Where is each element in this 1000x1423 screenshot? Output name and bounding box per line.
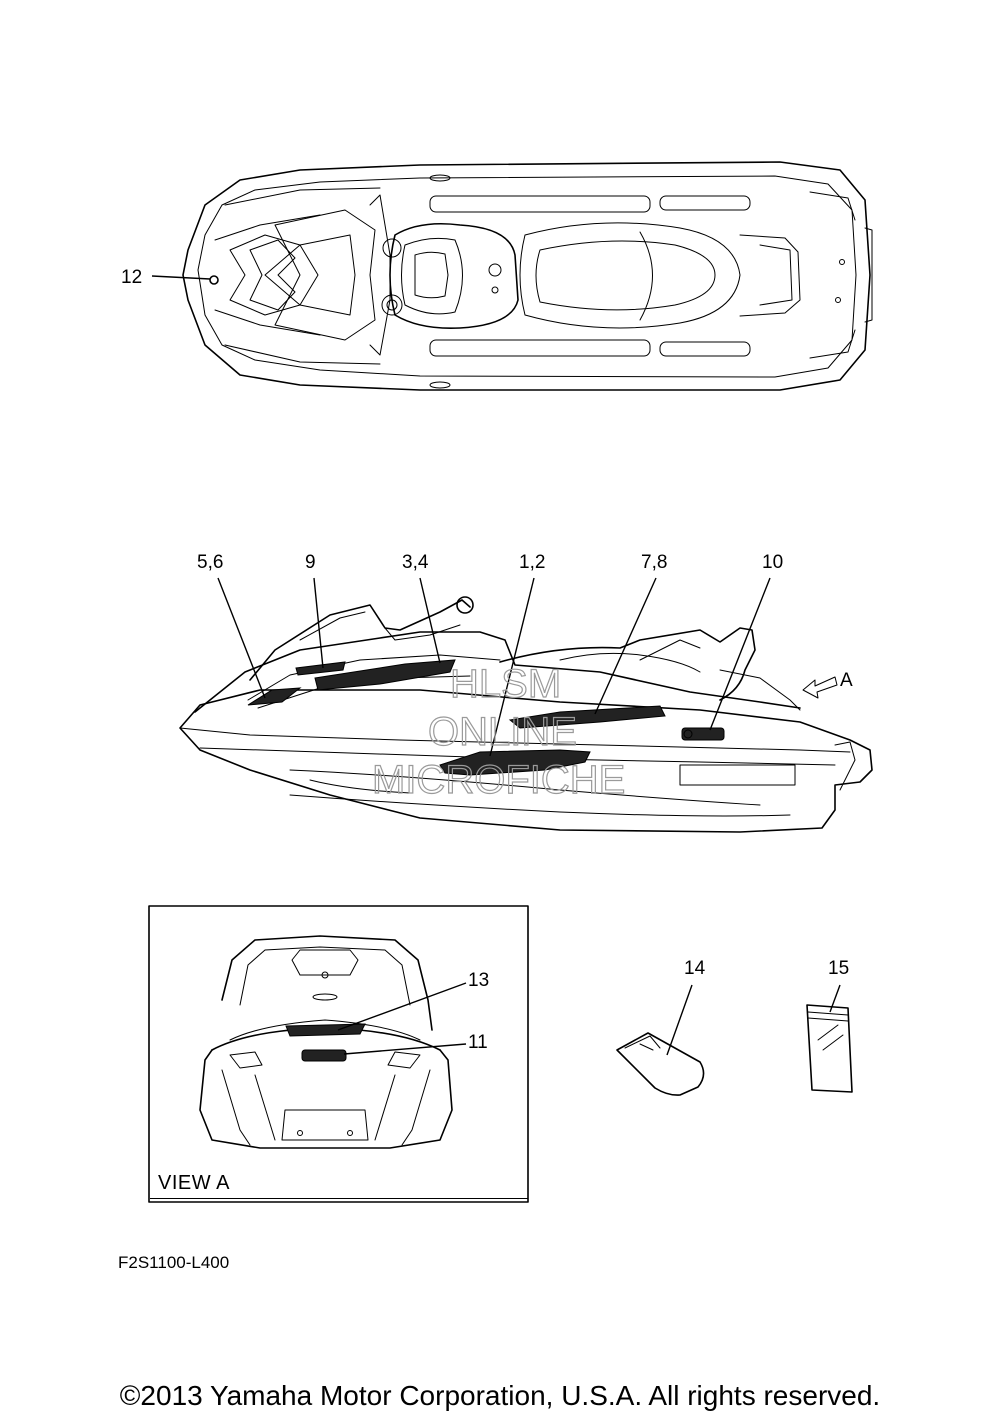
view-a-arrow [802,676,838,699]
leader-line-11 [343,1043,467,1055]
callout-14: 14 [684,958,706,979]
view-a-label-underline [150,1198,528,1199]
leader-line-7-8 [594,577,657,715]
side-view-watercraft [179,596,873,833]
leader-line-10 [709,577,771,731]
item-15-card [806,1004,853,1093]
view-a-frame [148,905,529,1203]
callout-7-8: 7,8 [641,552,667,573]
watermark: HLSM ONLINE MICROFICHE [371,661,626,802]
view-a-rear-view [199,935,453,1149]
svg-text:HLSM: HLSM [450,662,561,706]
callout-15: 15 [828,958,849,979]
leader-line-1-2 [489,577,535,757]
copyright-notice: ©2013 Yamaha Motor Corporation, U.S.A. A… [119,1380,881,1411]
callout-5-6: 5,6 [197,552,223,573]
callout-12: 12 [121,267,142,288]
callout-9: 9 [305,552,316,573]
callout-3-4: 3,4 [402,552,429,573]
leader-line-9 [313,577,324,669]
item-14-pouch [616,1032,705,1096]
callout-1-2: 1,2 [519,552,545,573]
view-a-label: VIEW A [158,1172,230,1194]
leader-line-3-4 [419,577,441,664]
leader-line-15 [829,984,841,1013]
svg-text:MICROFICHE: MICROFICHE [372,758,625,802]
callout-11: 11 [468,1032,488,1053]
leader-line-12 [151,275,211,280]
svg-text:ONLINE: ONLINE [428,710,577,754]
callout-a: A [840,670,853,691]
drawing-code: F2S1100-L400 [118,1253,230,1272]
top-view-watercraft [182,161,873,391]
leader-line-5-6 [217,577,266,699]
callout-10: 10 [762,552,783,573]
leader-line-14 [666,984,693,1056]
leader-line-13 [337,982,467,1031]
callout-13: 13 [468,970,489,991]
